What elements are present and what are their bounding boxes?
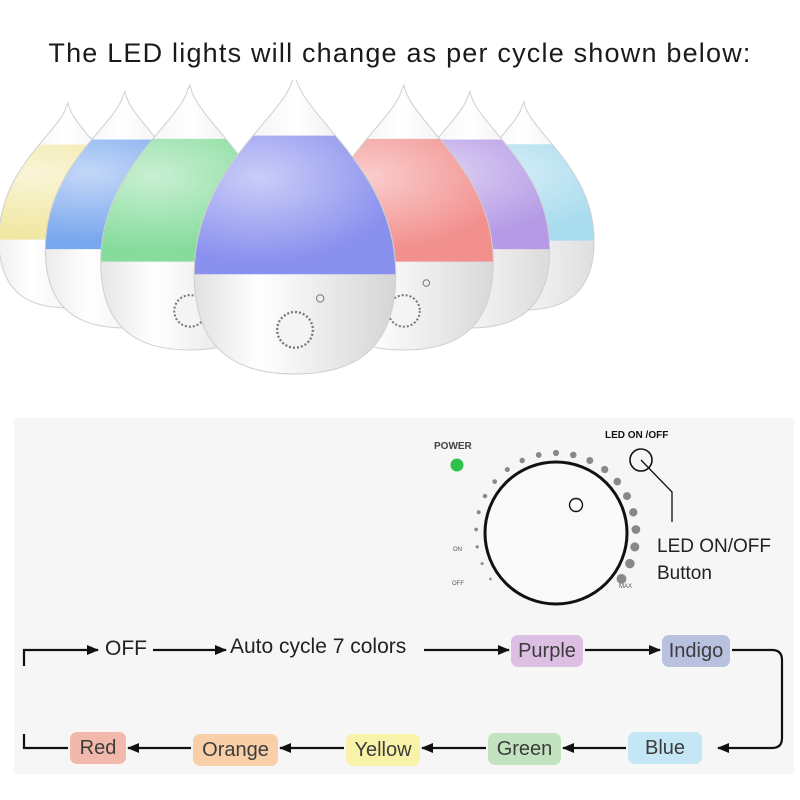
dial-scale-dot xyxy=(629,508,638,517)
dial-scale-dot xyxy=(504,466,510,473)
led-toggle-label: LED ON /OFF xyxy=(605,430,668,441)
color-pill-red: Red xyxy=(70,732,126,764)
control-diagram-panel: POWER LED ON /OFF LED ON/OFF Button ON O… xyxy=(14,418,794,774)
dial-scale-dot xyxy=(601,465,609,474)
dial-scale-dot xyxy=(570,451,577,459)
control-dial[interactable] xyxy=(483,460,629,606)
dial-scale-dot xyxy=(613,477,622,486)
humidifier-product-photo xyxy=(0,80,595,375)
color-pill-yellow: Yellow xyxy=(346,734,420,766)
dial-indicator-mark xyxy=(568,497,584,513)
dial-scale-dot xyxy=(519,457,525,464)
callout-leader-line xyxy=(640,459,673,522)
headline: The LED lights will change as per cycle … xyxy=(48,38,752,68)
led-on-off-button[interactable] xyxy=(629,448,653,472)
color-pill-indigo: Indigo xyxy=(662,635,730,667)
power-indicator-light xyxy=(450,458,464,472)
dial-on-label: ON xyxy=(453,547,462,553)
dial-scale-dot xyxy=(474,527,478,532)
color-pill-green: Green xyxy=(488,733,561,765)
color-pill-blue: Blue xyxy=(628,732,702,764)
color-pill-orange: Orange xyxy=(193,734,278,766)
dial-scale-dot xyxy=(476,510,481,515)
dial-scale-dot xyxy=(492,479,498,484)
arrow-indigo-to-blue xyxy=(717,648,784,753)
callout-label-line1: LED ON/OFF xyxy=(657,536,771,557)
dial-scale-dot xyxy=(623,492,631,501)
dial-off-label: OFF xyxy=(452,581,464,587)
power-label: POWER xyxy=(434,441,473,452)
humidifier-dial-knob xyxy=(275,310,315,349)
dial-scale-dot xyxy=(482,493,488,499)
cycle-arrows xyxy=(22,645,784,753)
callout-label-line2: Button xyxy=(657,563,712,584)
dial-scale-dot xyxy=(625,558,635,569)
dial-scale-dot xyxy=(475,545,479,549)
dial-scale-dots xyxy=(474,449,641,584)
dial-scale-dot xyxy=(630,542,640,552)
dial-scale-dot xyxy=(535,451,542,458)
color-pill-purple: Purple xyxy=(511,635,583,667)
cycle-auto-label: Auto cycle 7 colors xyxy=(230,635,407,658)
dial-scale-dot xyxy=(616,574,627,584)
dial-max-label: MAX xyxy=(619,584,632,590)
dial-scale-dot xyxy=(586,457,594,464)
arrow-red-to-end xyxy=(22,734,68,750)
dial-scale-dot xyxy=(552,449,560,457)
dial-scale-dot xyxy=(631,525,641,534)
dial-scale-dot xyxy=(480,562,484,566)
arrow-start-to-off xyxy=(22,645,99,666)
cycle-off-label: OFF xyxy=(105,637,147,660)
dial-scale-dot xyxy=(489,577,492,581)
